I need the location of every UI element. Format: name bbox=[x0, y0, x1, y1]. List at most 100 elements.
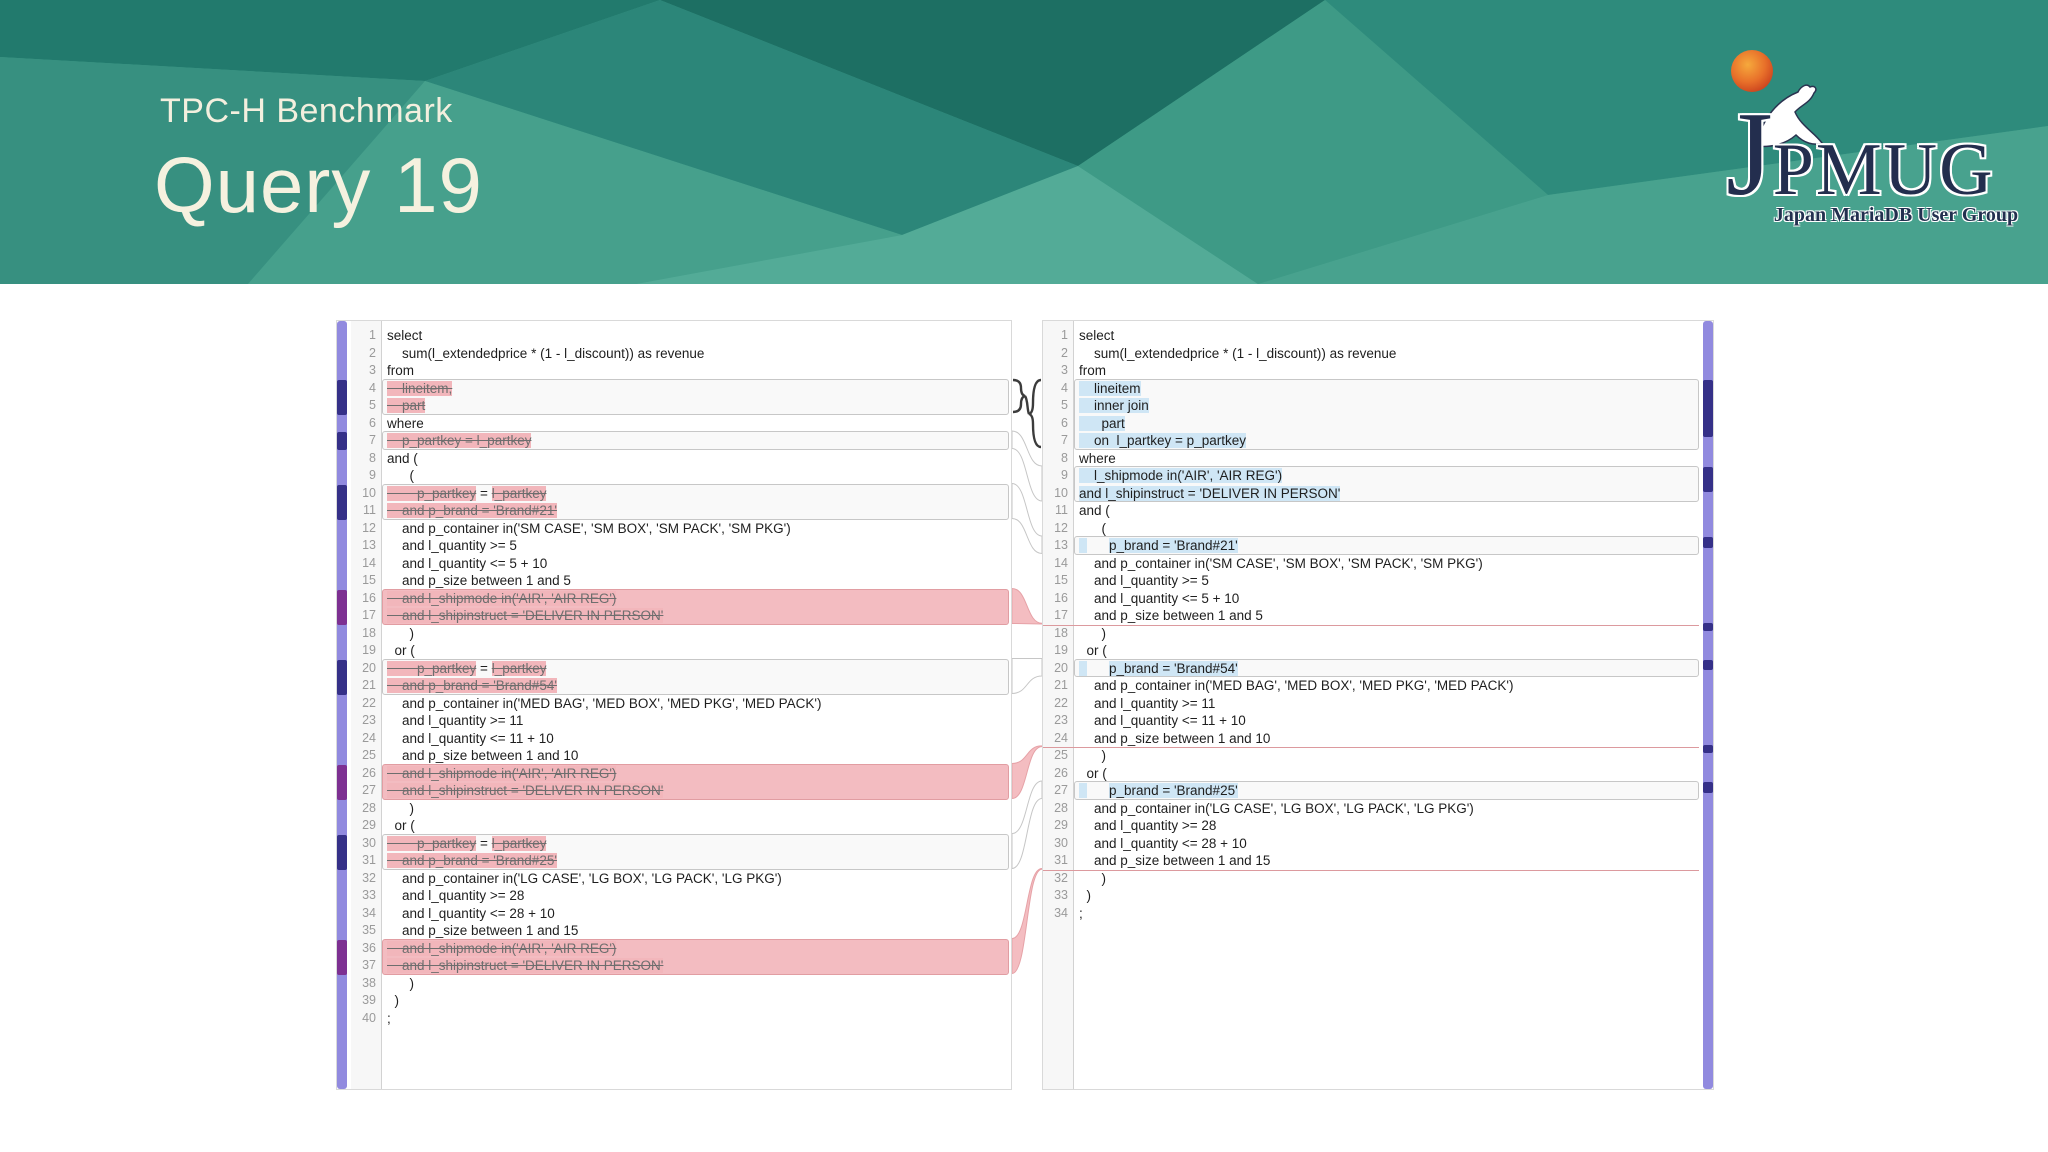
jpmug-wordmark: JPMUG bbox=[1726, 94, 2040, 214]
code-text: on l_partkey = p_partkey bbox=[1079, 433, 1246, 448]
line-number: 33 bbox=[1054, 888, 1068, 902]
line-number: 31 bbox=[362, 853, 376, 867]
code-line: 2 sum(l_extendedprice * (1 - l_discount)… bbox=[351, 345, 1011, 363]
code-line: 31 and p_brand = 'Brand#25' bbox=[351, 852, 1011, 870]
code-text: and p_size between 1 and 15 bbox=[1079, 853, 1271, 868]
line-number: 21 bbox=[1054, 678, 1068, 692]
code-line: 2 sum(l_extendedprice * (1 - l_discount)… bbox=[1043, 345, 1701, 363]
code-line: 15 and p_size between 1 and 5 bbox=[351, 572, 1011, 590]
overview-change-mark[interactable] bbox=[337, 589, 347, 625]
code-text: or ( bbox=[387, 643, 415, 658]
line-number: 14 bbox=[362, 555, 376, 570]
code-text: and l_quantity >= 5 bbox=[1079, 573, 1209, 588]
code-text: select bbox=[1079, 328, 1115, 343]
code-line: 28 ) bbox=[351, 800, 1011, 818]
line-number: 4 bbox=[369, 380, 376, 395]
overview-change-mark[interactable] bbox=[1703, 467, 1713, 492]
line-number: 26 bbox=[1054, 765, 1068, 780]
line-number: 12 bbox=[362, 520, 376, 535]
line-number: 16 bbox=[362, 590, 376, 605]
code-line: 18 ) bbox=[1043, 625, 1701, 643]
left-overview-scroll-strip[interactable] bbox=[337, 321, 347, 1089]
line-number: 33 bbox=[362, 888, 376, 902]
code-line: 23 and l_quantity <= 11 + 10 bbox=[1043, 712, 1701, 730]
deletion-collapse-line bbox=[1043, 869, 1699, 871]
code-text: part bbox=[1079, 415, 1125, 431]
overview-change-mark[interactable] bbox=[337, 834, 347, 870]
overview-change-mark[interactable] bbox=[1703, 782, 1713, 793]
code-text: and l_quantity <= 11 + 10 bbox=[1079, 713, 1246, 728]
line-number: 24 bbox=[362, 730, 376, 745]
code-line: 36 and l_shipmode in('AIR', 'AIR REG') bbox=[351, 940, 1011, 958]
code-line: 31 and p_size between 1 and 15 bbox=[1043, 852, 1701, 870]
line-number: 29 bbox=[1054, 818, 1068, 832]
line-number: 21 bbox=[362, 678, 376, 692]
line-number: 10 bbox=[1054, 485, 1068, 500]
overview-change-mark[interactable] bbox=[1703, 379, 1713, 438]
line-number: 7 bbox=[1061, 433, 1068, 447]
line-number: 20 bbox=[1054, 660, 1068, 675]
code-text: select bbox=[387, 328, 423, 343]
line-number: 18 bbox=[362, 625, 376, 640]
line-number: 27 bbox=[362, 783, 376, 797]
overview-change-mark[interactable] bbox=[1703, 622, 1713, 631]
code-line: 22 and l_quantity >= 11 bbox=[1043, 695, 1701, 713]
overview-change-mark[interactable] bbox=[1703, 537, 1713, 548]
code-line: 32 ) bbox=[1043, 870, 1701, 888]
overview-change-mark[interactable] bbox=[337, 432, 347, 450]
line-number: 1 bbox=[1061, 328, 1068, 342]
code-line: 34 and l_quantity <= 28 + 10 bbox=[351, 905, 1011, 923]
code-text: and l_shipmode in('AIR', 'AIR REG') bbox=[387, 940, 617, 956]
overview-change-mark[interactable] bbox=[1703, 745, 1713, 754]
code-text: ( bbox=[1079, 520, 1107, 536]
overview-change-mark[interactable] bbox=[337, 659, 347, 695]
code-text: ) bbox=[387, 800, 415, 816]
code-text: p_brand = 'Brand#25' bbox=[1073, 782, 1701, 800]
jpmug-subtitle: Japan MariaDB User Group bbox=[1773, 204, 2019, 226]
right-overview-scroll-strip[interactable] bbox=[1703, 321, 1713, 1089]
code-text: inner join bbox=[1079, 398, 1149, 413]
code-line: 26 or ( bbox=[1043, 765, 1701, 783]
right-diff-pane[interactable]: 1 select 2 sum(l_extendedprice * (1 - l_di… bbox=[1042, 320, 1714, 1090]
code-text: p_partkey = l_partkey bbox=[387, 485, 547, 501]
code-text: ) bbox=[1079, 625, 1107, 641]
line-number: 19 bbox=[362, 643, 376, 657]
overview-change-mark[interactable] bbox=[337, 484, 347, 520]
code-text: and l_quantity <= 11 + 10 bbox=[387, 730, 554, 746]
code-line: 25 ) bbox=[1043, 747, 1701, 765]
code-line: 33 ) bbox=[1043, 887, 1701, 905]
header-band: TPC-H Benchmark Query 19 JPMUG Japan Mar… bbox=[0, 0, 2048, 284]
overview-change-mark[interactable] bbox=[337, 939, 347, 975]
code-text: ( bbox=[387, 468, 415, 483]
code-text: or ( bbox=[1079, 643, 1107, 658]
overview-change-mark[interactable] bbox=[337, 764, 347, 800]
overview-change-mark[interactable] bbox=[1703, 659, 1713, 670]
overview-change-mark[interactable] bbox=[337, 379, 347, 415]
line-number: 15 bbox=[362, 573, 376, 587]
code-line: 32 and p_container in('LG CASE', 'LG BOX… bbox=[351, 870, 1011, 888]
line-number: 40 bbox=[362, 1010, 376, 1025]
line-number: 23 bbox=[362, 713, 376, 727]
deletion-collapse-line bbox=[1043, 747, 1699, 748]
code-text: and l_shipinstruct = 'DELIVER IN PERSON' bbox=[1079, 485, 1341, 501]
code-text: or ( bbox=[387, 818, 415, 833]
code-text: and p_size between 1 and 5 bbox=[1079, 608, 1263, 623]
right-code-area[interactable]: 1 select 2 sum(l_extendedprice * (1 - l_di… bbox=[1043, 321, 1701, 1089]
line-number: 11 bbox=[363, 503, 376, 517]
code-line: 10 p_partkey = l_partkey bbox=[351, 485, 1011, 503]
code-line: 12 and p_container in('SM CASE', 'SM BOX… bbox=[351, 520, 1011, 538]
code-line: 30 and l_quantity <= 28 + 10 bbox=[1043, 835, 1701, 853]
code-text: l_shipmode in('AIR', 'AIR REG') bbox=[1079, 468, 1283, 483]
line-number: 11 bbox=[1055, 503, 1068, 517]
line-number: 13 bbox=[1054, 538, 1068, 552]
code-line: 20 p_brand = 'Brand#54' bbox=[1043, 660, 1701, 678]
slide-subtitle: TPC-H Benchmark bbox=[160, 92, 453, 130]
code-line: 35 and p_size between 1 and 15 bbox=[351, 922, 1011, 940]
